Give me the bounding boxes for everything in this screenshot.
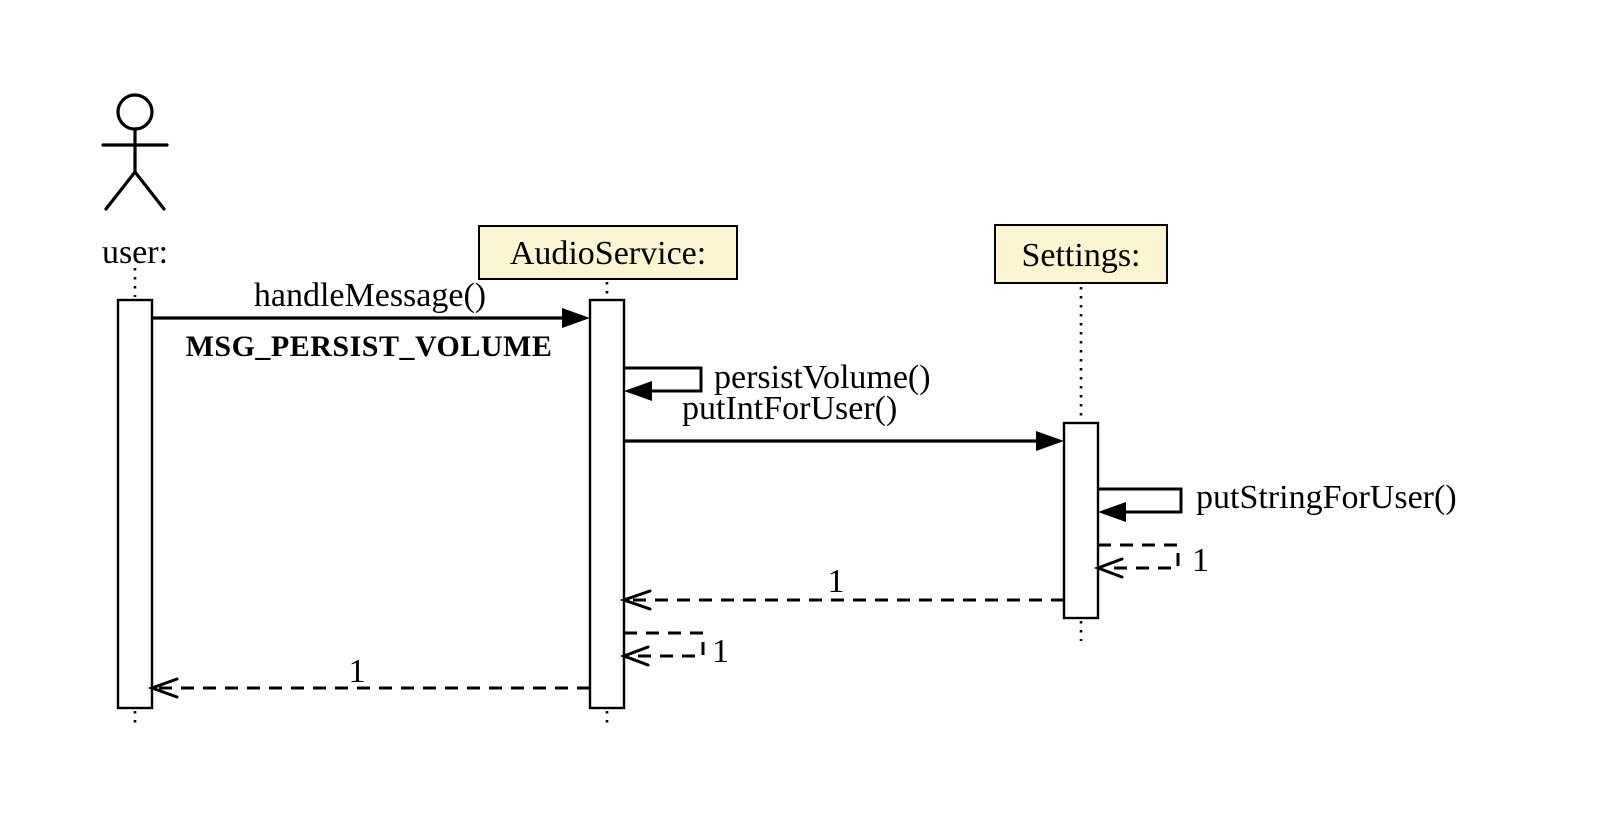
arrowhead-open-icon: [147, 677, 179, 699]
arrowhead-open-icon: [619, 645, 650, 667]
return-label: 1: [1192, 542, 1209, 579]
arrowhead-solid-icon: [1098, 502, 1126, 522]
return-label: 1: [349, 653, 366, 690]
message-label: persistVolume(): [714, 359, 931, 396]
return-audioservice-to-user: 1: [147, 653, 590, 699]
message-putintforuser: putIntForUser(): [624, 390, 1064, 451]
self-call-loop: [624, 366, 703, 393]
object-settings: Settings:: [994, 224, 1168, 284]
self-return-loop: [1098, 543, 1180, 570]
arrowhead-solid-icon: [1036, 431, 1064, 451]
activation-bar-audioservice: [588, 298, 626, 710]
object-box: [994, 224, 1168, 284]
arrowhead-solid-icon: [562, 308, 590, 328]
activation-bar-settings: [1062, 421, 1100, 620]
message-label: putStringForUser(): [1196, 479, 1457, 516]
object-audioservice: AudioService:: [478, 225, 738, 280]
message-sublabel: MSG_PERSIST_VOLUME: [186, 330, 553, 363]
lifeline-audioservice: [588, 282, 626, 729]
arrowhead-open-icon: [1093, 557, 1124, 579]
message-putstringforuser-self: putStringForUser(): [1098, 479, 1457, 522]
self-return-loop: [624, 631, 705, 658]
message-persistvolume-self: persistVolume(): [624, 359, 931, 401]
actor-leg-left-icon: [104, 170, 137, 211]
object-label: AudioService:: [510, 235, 706, 272]
arrowhead-solid-icon: [624, 381, 652, 401]
actor-leg-right-icon: [133, 170, 166, 211]
message-label: handleMessage(): [254, 277, 486, 314]
object-box: [478, 225, 738, 280]
return-settings-self: 1: [1093, 542, 1209, 579]
return-label: 1: [712, 633, 729, 670]
actor-head-icon: [116, 93, 154, 131]
message-label: putIntForUser(): [682, 390, 897, 427]
return-audioservice-self: 1: [619, 631, 729, 670]
actor-user: user:: [101, 93, 169, 271]
lifeline-settings: [1062, 287, 1100, 641]
self-call-loop: [1098, 487, 1183, 514]
return-label: 1: [828, 563, 845, 600]
message-handlemessage: handleMessage() MSG_PERSIST_VOLUME: [152, 277, 590, 363]
actor-label: user:: [102, 234, 168, 271]
lifeline-user: [116, 268, 154, 729]
object-label: Settings:: [1021, 237, 1140, 274]
return-settings-to-audioservice: 1: [619, 563, 1064, 611]
arrowhead-open-icon: [619, 589, 652, 611]
activation-bar-user: [116, 298, 154, 710]
